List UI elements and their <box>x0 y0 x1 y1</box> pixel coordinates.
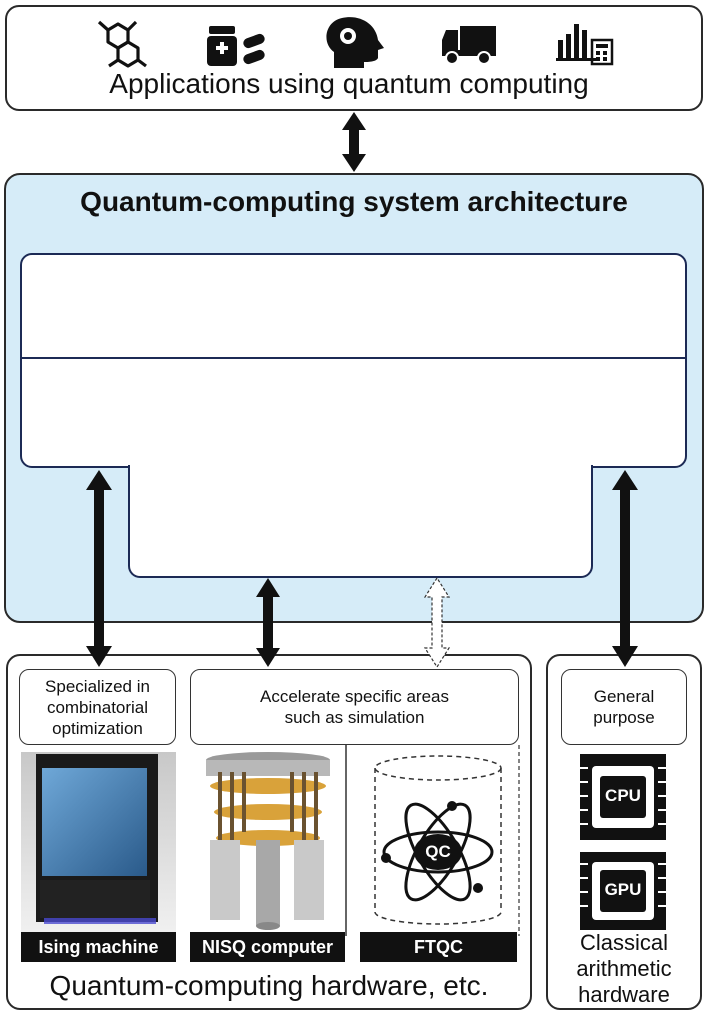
nisq-computer-image <box>190 752 345 932</box>
gpu-label: GPU <box>604 880 642 899</box>
ising-machine-tag: Ising machine <box>38 937 159 957</box>
ftqc-tag-bg <box>360 932 517 962</box>
classical-title-line-1: Classical <box>579 930 669 955</box>
truck-icon <box>442 26 496 65</box>
classical-title-line-3: hardware <box>578 982 670 1007</box>
cpu-label: CPU <box>605 786 641 805</box>
ftqc-cylinder <box>374 755 502 925</box>
qc-label: QC <box>425 842 451 861</box>
layer-join <box>130 462 591 470</box>
finance-chart-icon <box>556 24 614 66</box>
upper-layer-box <box>20 253 687 468</box>
ftqc-arrow <box>423 576 451 669</box>
applications-title: Applications using quantum computing <box>109 68 589 99</box>
ising-tag-bg <box>21 932 176 962</box>
gpu-icon <box>580 852 666 930</box>
classical-title-line-2: arithmetic <box>576 956 672 981</box>
atom-nucleus <box>414 834 462 870</box>
medicine-icon <box>207 26 265 66</box>
brain-gear-icon <box>326 17 384 68</box>
lower-layer-box <box>128 465 593 578</box>
nisq-arrow <box>256 578 280 667</box>
cpu-icon <box>580 754 666 840</box>
quantum-hardware-title: Quantum-computing hardware, etc. <box>49 970 489 1001</box>
ftqc-tag: FTQC <box>414 937 463 957</box>
nisq-tag-bg <box>190 932 345 962</box>
apps-arch-arrow <box>342 112 366 172</box>
classical-hardware-title: Classical arithmetic hardware <box>546 930 702 1008</box>
layer-divider <box>20 357 687 359</box>
classical-arrow <box>612 470 638 667</box>
general-purpose-label: General purpose <box>561 669 687 745</box>
accelerate-description: Accelerate specific areas such as simula… <box>190 669 519 745</box>
ising-machine-image <box>21 752 176 932</box>
nisq-computer-tag: NISQ computer <box>201 937 334 957</box>
molecule-icon <box>97 20 147 68</box>
ising-arrow <box>86 470 112 667</box>
ising-description: Specialized in combinatorial optimizatio… <box>19 669 176 745</box>
architecture-title: Quantum-computing system architecture <box>80 186 628 217</box>
